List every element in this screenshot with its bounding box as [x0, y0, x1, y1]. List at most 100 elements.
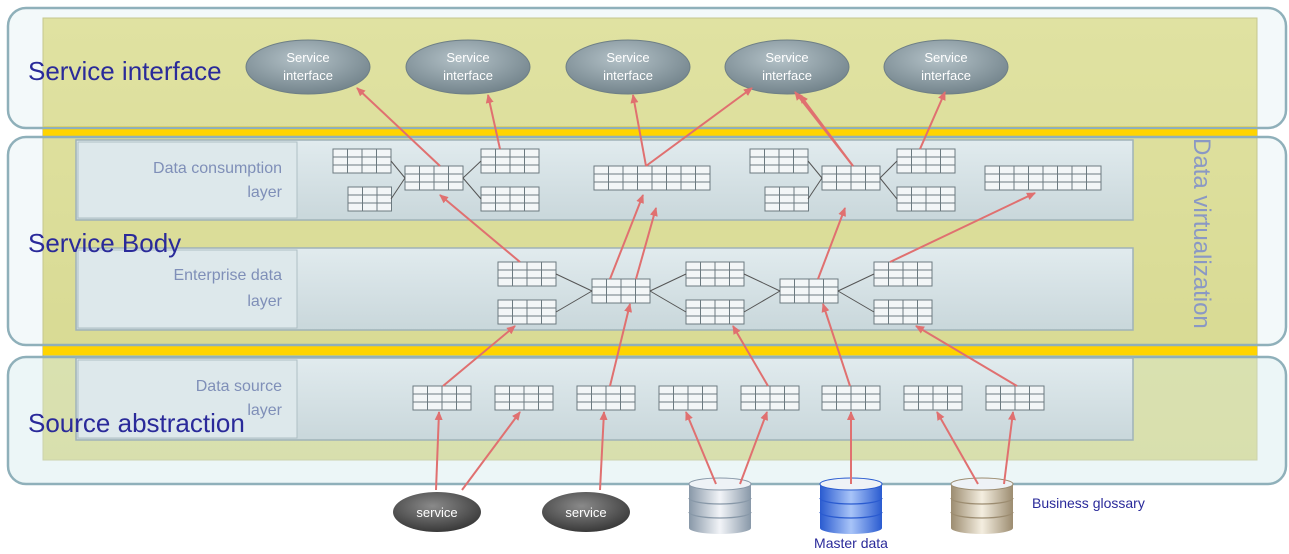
table-icons	[332, 148, 1102, 411]
data-flow-arrow	[609, 194, 644, 280]
table-icon	[593, 165, 711, 191]
service-interface-text-2: interface	[443, 68, 493, 83]
service-interface-text-2: interface	[762, 68, 812, 83]
table-connector-line	[837, 290, 875, 313]
data-flow-arrow	[461, 411, 521, 491]
table-connector-line	[879, 160, 898, 179]
table-connector-line	[555, 273, 593, 292]
table-icon	[873, 299, 933, 325]
yellow-stripe-bottom	[43, 345, 1257, 355]
data-flow-arrow	[609, 303, 632, 387]
data-flow-arrow	[915, 325, 1018, 387]
data-flow-arrow	[732, 325, 769, 387]
service-interface-text-1: Service	[446, 50, 489, 65]
table-icon	[497, 261, 557, 287]
data-flow-arrow	[889, 192, 1036, 263]
data-flow-arrow	[739, 411, 768, 485]
table-icon	[404, 165, 464, 191]
service-interface-ellipse: Service interface	[565, 39, 691, 95]
enterprise-layer-label-2: layer	[247, 293, 282, 310]
table-icon	[497, 299, 557, 325]
table-connector-line	[807, 177, 823, 200]
table-icon	[764, 186, 809, 212]
table-connector-line	[649, 290, 687, 313]
table-icon	[896, 148, 956, 174]
table-icon	[480, 148, 540, 174]
business-glossary-label: Business glossary	[1032, 495, 1145, 511]
service-interface-text-1: Service	[286, 50, 329, 65]
table-icon	[412, 385, 472, 411]
service-source-1: service	[393, 492, 481, 532]
service-body-title: Service Body	[28, 228, 181, 258]
data-flow-arrow	[1003, 411, 1016, 485]
data-flow-arrow	[919, 91, 946, 150]
table-connector-line	[879, 177, 898, 200]
master-data-label: Master data	[814, 535, 888, 551]
table-connector-line	[807, 160, 823, 179]
data-flow-arrow	[635, 207, 658, 280]
service-interface-text-2: interface	[283, 68, 333, 83]
consumption-layer-label-2: layer	[247, 184, 282, 201]
table-connector-line	[390, 177, 406, 200]
source-abstraction-title: Source abstraction	[28, 408, 245, 438]
data-flow-arrow	[485, 94, 501, 150]
database-cylinder-icon	[819, 477, 883, 534]
table-icon	[332, 148, 392, 174]
data-consumption-layer: Data consumption layer	[75, 139, 1134, 221]
database-cylinder-icon	[950, 477, 1014, 534]
yellow-stripe-top	[43, 126, 1257, 136]
service-interface-ellipse: Service interface	[724, 39, 850, 95]
table-connector-line	[390, 160, 406, 179]
table-icon	[494, 385, 554, 411]
table-icon	[576, 385, 636, 411]
data-flow-arrow	[630, 94, 647, 167]
table-icon	[903, 385, 963, 411]
table-connector-line	[649, 273, 687, 292]
data-flow-arrows	[356, 87, 1036, 491]
table-icon	[347, 186, 392, 212]
service-interface-text-1: Service	[606, 50, 649, 65]
table-icon	[873, 261, 933, 287]
table-icon	[658, 385, 718, 411]
service-interface-title: Service interface	[28, 56, 222, 86]
service-interface-text-2: interface	[603, 68, 653, 83]
data-flow-arrow	[936, 411, 979, 485]
table-connectors	[390, 160, 898, 313]
service-interface-ellipses: Service interface Service interface Service i…	[245, 39, 1009, 95]
table-icon	[685, 299, 745, 325]
data-flow-arrow	[817, 207, 846, 280]
table-icon	[821, 165, 881, 191]
table-icon	[591, 278, 651, 304]
table-icon	[985, 385, 1045, 411]
service-interface-ellipse: Service interface	[883, 39, 1009, 95]
table-icon	[896, 186, 956, 212]
table-icon	[685, 261, 745, 287]
data-flow-arrow	[439, 194, 521, 263]
data-flow-arrow	[442, 325, 516, 387]
service-interface-text-1: Service	[924, 50, 967, 65]
source-layer-label-2: layer	[247, 402, 282, 419]
table-icon	[749, 148, 809, 174]
table-connector-line	[837, 273, 875, 292]
data-flow-arrow	[685, 411, 717, 485]
table-icon	[821, 385, 881, 411]
table-icon	[779, 278, 839, 304]
service-interface-text-2: interface	[921, 68, 971, 83]
service-source-2-label: service	[565, 505, 606, 520]
consumption-layer-label-1: Data consumption	[153, 160, 282, 177]
database-cylinder-icon	[688, 477, 752, 534]
data-flow-arrow	[821, 303, 851, 387]
table-connector-line	[743, 290, 781, 313]
table-icon	[984, 165, 1102, 191]
table-connector-line	[462, 177, 482, 200]
data-flow-arrow	[434, 411, 443, 491]
service-interface-text-1: Service	[765, 50, 808, 65]
table-icon	[740, 385, 800, 411]
service-source-2: service	[542, 492, 630, 532]
table-connector-line	[462, 160, 482, 179]
enterprise-layer-label-1: Enterprise data	[173, 267, 282, 284]
table-connector-line	[555, 290, 593, 313]
service-source-1-label: service	[416, 505, 457, 520]
data-flow-arrow	[599, 411, 608, 491]
